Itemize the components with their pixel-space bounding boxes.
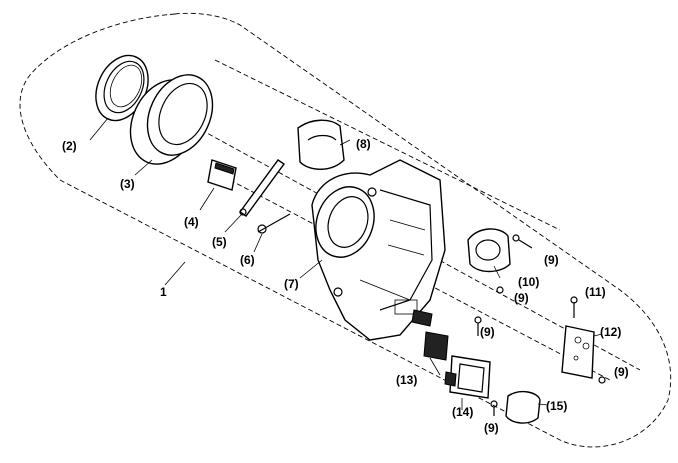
label-part-14: (14) xyxy=(452,405,473,419)
part-3-lens-barrel xyxy=(129,74,214,165)
part-13-block xyxy=(423,331,449,361)
part-10-bracket xyxy=(467,228,511,273)
label-part-3: (3) xyxy=(120,177,135,191)
part-8-cap xyxy=(297,119,345,170)
part-12-board xyxy=(561,325,595,379)
part-11-screw xyxy=(570,296,578,318)
label-part-10: (10) xyxy=(518,275,539,289)
label-part-9e: (9) xyxy=(484,421,499,435)
label-part-9d: (9) xyxy=(614,365,629,379)
guide-line-upper xyxy=(214,59,561,231)
label-part-6: (6) xyxy=(240,253,255,267)
label-part-7: (7) xyxy=(284,277,299,291)
label-part-11: (11) xyxy=(585,285,606,299)
part-4-plate xyxy=(207,159,237,191)
part-15-cover xyxy=(505,390,541,424)
label-part-12: (12) xyxy=(600,325,621,339)
label-part-15: (15) xyxy=(546,399,567,413)
label-part-9b: (9) xyxy=(514,291,529,305)
label-part-13: (13) xyxy=(396,373,417,387)
part-5-strip xyxy=(239,159,285,217)
label-part-4: (4) xyxy=(184,215,199,229)
screws-9 xyxy=(474,234,606,416)
part-7-main-housing xyxy=(311,159,446,341)
part-14-holder xyxy=(444,355,491,399)
label-part-9c: (9) xyxy=(480,325,495,339)
assembly-boundary xyxy=(19,12,672,448)
label-part-8: (8) xyxy=(356,137,371,151)
label-part-2: (2) xyxy=(62,139,77,153)
label-part-5: (5) xyxy=(212,235,227,249)
part-6-pin xyxy=(257,213,291,234)
label-assembly-1: 1 xyxy=(160,285,167,299)
leader-lines xyxy=(89,117,603,410)
label-part-9a: (9) xyxy=(544,253,559,267)
